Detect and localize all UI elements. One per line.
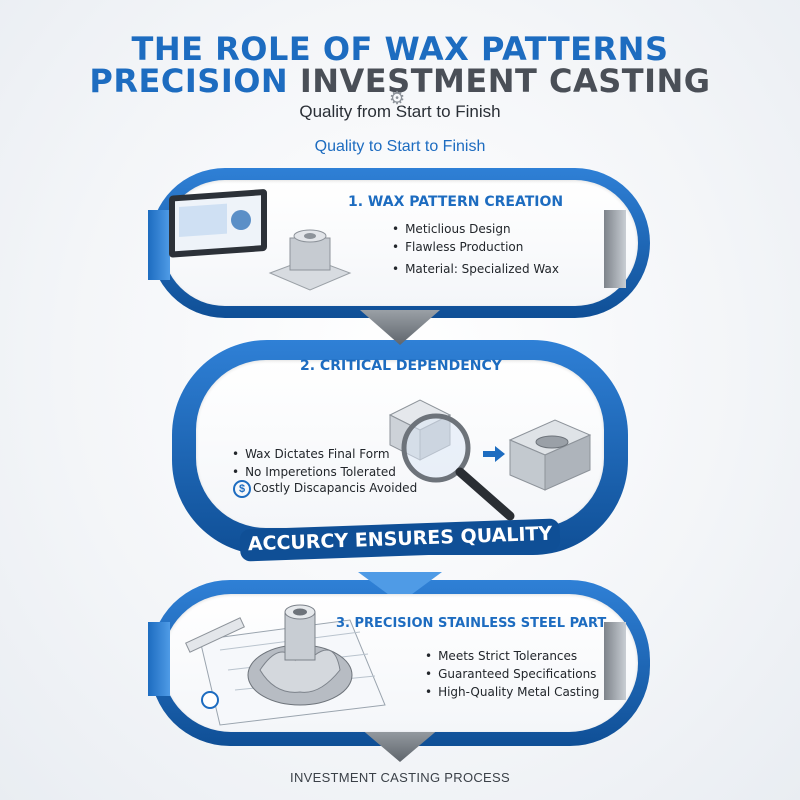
list-item: Costly Discapancis Avoided <box>253 481 418 495</box>
step-2-bullets: Wax Dictates Final Form No Imperetions T… <box>232 447 396 483</box>
page-title-line1: THE ROLE OF WAX PATTERNS <box>131 30 669 68</box>
wax-pattern-icon <box>268 229 352 291</box>
step-1-right-accent <box>604 210 626 288</box>
step-3-bullets: Meets Strict Tolerances Guaranteed Speci… <box>425 649 599 703</box>
step-1-heading: 1. WAX PATTERN CREATION <box>348 194 564 210</box>
list-item: No Imperetions Tolerated <box>232 465 396 479</box>
subtitle-secondary: Quality to Start to Finish <box>314 138 486 155</box>
step-1-left-accent <box>148 210 170 280</box>
list-item: Meticlious Design <box>392 222 559 236</box>
list-item: Material: Specialized Wax <box>392 262 559 276</box>
magnifying-glass-icon <box>401 413 515 521</box>
step-1-bullets: Meticlious Design Flawless Production Ma… <box>392 222 559 280</box>
step-3-left-accent <box>148 622 170 696</box>
gear-icon: ⚙ <box>389 88 406 108</box>
mold-icon <box>508 419 592 491</box>
arrow-right-icon <box>483 446 505 462</box>
title-rest: INVESTMENT CASTING <box>299 62 711 100</box>
subtitle: Quality from Start to Finish <box>299 102 501 121</box>
ruler-icon <box>185 617 245 653</box>
dollar-icon: $ <box>233 480 251 498</box>
step-3-right-accent <box>604 622 626 700</box>
step-2-heading: 2. CRITICAL DEPENDENCY <box>300 358 502 374</box>
impeller-part-icon <box>247 604 353 706</box>
list-item: Meets Strict Tolerances <box>425 649 599 663</box>
title-highlight: PRECISION <box>89 62 289 100</box>
footer-caption: INVESTMENT CASTING PROCESS <box>290 770 510 785</box>
list-item: Guaranteed Specifications <box>425 667 599 681</box>
list-item: Wax Dictates Final Form <box>232 447 396 461</box>
page-title-line2: PRECISION INVESTMENT CASTING <box>0 62 800 100</box>
list-item: High-Quality Metal Casting <box>425 685 599 699</box>
tablet-icon <box>169 189 267 258</box>
list-item: Flawless Production <box>392 240 559 254</box>
step-3-heading: 3. PRECISION STAINLESS STEEL PART <box>336 616 607 631</box>
